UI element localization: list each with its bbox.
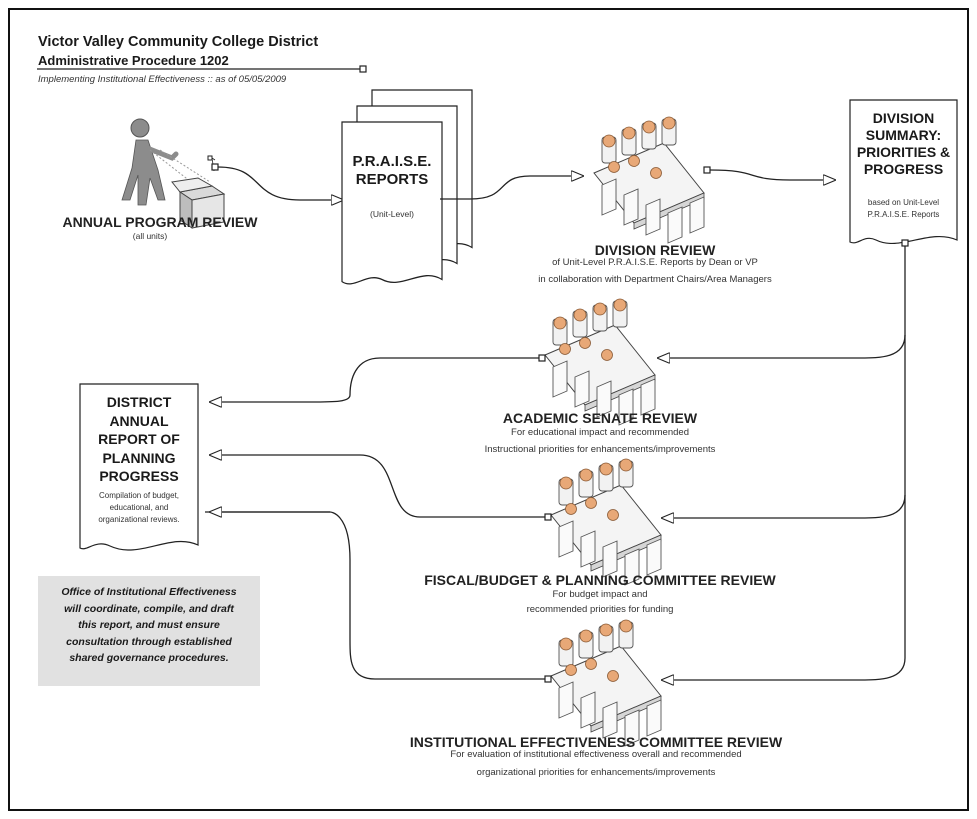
procedure-title: Administrative Procedure 1202	[38, 53, 229, 68]
fiscal-review-line1: For budget impact and	[552, 589, 648, 600]
division-review-line2: in collaboration with Department Chairs/…	[538, 274, 772, 285]
office-note-line4: consultation through established	[66, 635, 232, 648]
division-review-line1: of Unit-Level P.R.A.I.S.E. Reports by De…	[552, 257, 758, 268]
connector-start-summary	[901, 239, 909, 247]
arrow-annual-to-praise	[217, 166, 343, 200]
ie-committee-meeting-icon	[550, 619, 662, 747]
academic-senate-line2: Instructional priorities for enhancement…	[484, 444, 716, 455]
academic-senate-line1: For educational impact and recommended	[511, 427, 689, 438]
connector-start-division	[703, 166, 711, 174]
division-summary-line3: PRIORITIES &	[856, 144, 951, 160]
connector-start-annual	[211, 163, 219, 171]
org-title: Victor Valley Community College District	[38, 34, 319, 50]
division-summary-title: DIVISION SUMMARY: PRIORITIES & PROGRESS	[850, 110, 957, 178]
district-report-line2: ANNUAL	[109, 412, 169, 429]
annual-program-review-title: ANNUAL PROGRAM REVIEW	[62, 214, 258, 230]
connector-ie-trunk	[205, 511, 545, 680]
ie-review-line2: organizational priorities for enhancemen…	[476, 767, 716, 778]
office-note-line5: shared governance procedures.	[69, 652, 229, 664]
division-summary-note2: P.R.A.I.S.E. Reports	[867, 210, 940, 219]
office-note-box	[38, 576, 260, 686]
division-summary-note: based on Unit-Level P.R.A.I.S.E. Reports	[850, 197, 957, 221]
district-report-document-icon	[79, 383, 199, 551]
arrow-division-to-summary	[709, 169, 835, 180]
division-summary-line2: SUMMARY:	[865, 127, 942, 143]
connector-start-senate	[538, 354, 546, 362]
academic-senate-meeting-icon	[544, 298, 656, 426]
district-report-title: DISTRICT ANNUAL REPORT OF PLANNING PROGR…	[80, 393, 198, 486]
division-summary-line4: PROGRESS	[863, 161, 944, 177]
arrow-praise-to-division	[440, 176, 583, 200]
division-summary-note1: based on Unit-Level	[867, 198, 940, 207]
person-with-box-icon	[121, 118, 226, 229]
praise-reports-title-line1: P.R.A.I.S.E.	[352, 153, 432, 170]
district-report-line4: PLANNING	[102, 449, 176, 466]
division-summary-document-icon	[849, 99, 958, 245]
praise-reports-note: (Unit-Level)	[370, 209, 414, 219]
district-report-note3: organizational reviews.	[98, 515, 180, 524]
district-report-line5: PROGRESS	[99, 468, 179, 484]
ie-review-title: INSTITUTIONAL EFFECTIVENESS COMMITTEE RE…	[409, 734, 783, 750]
district-report-line3: REPORT OF	[98, 431, 180, 447]
division-review-meeting-icon	[593, 116, 705, 244]
fiscal-review-title: FISCAL/BUDGET & PLANNING COMMITTEE REVIE…	[424, 572, 776, 588]
office-note-line2: will coordinate, compile, and draft	[64, 602, 234, 615]
praise-reports-title-line2: REPORTS	[355, 171, 429, 188]
office-note-text: Office of Institutional Effectiveness wi…	[38, 584, 260, 667]
arrow-summary-to-ie	[662, 495, 906, 680]
district-report-line1: DISTRICT	[106, 394, 172, 410]
district-report-note2: educational, and	[109, 503, 169, 512]
arrow-summary-to-fiscal	[662, 335, 906, 518]
praise-reports-title: P.R.A.I.S.E. REPORTS	[342, 153, 442, 189]
header-underline-endpoint	[359, 65, 367, 73]
arrow-fiscal-to-district	[210, 455, 545, 518]
district-report-note1: Compilation of budget,	[98, 491, 180, 500]
connector-start-fiscal	[544, 513, 552, 521]
arrow-senate-to-district	[210, 357, 539, 402]
district-report-note: Compilation of budget, educational, and …	[80, 490, 198, 526]
division-review-title: DIVISION REVIEW	[594, 242, 716, 258]
connector-start-ie	[544, 675, 552, 683]
header-subtitle: Implementing Institutional Effectiveness…	[38, 74, 287, 85]
ie-review-line1: For evaluation of institutional effectiv…	[450, 749, 742, 760]
office-note-line3: this report, and must ensure	[78, 619, 220, 631]
division-summary-line1: DIVISION	[872, 110, 935, 126]
office-note-line1: Office of Institutional Effectiveness	[61, 586, 237, 598]
annual-program-review-note: (all units)	[132, 231, 168, 241]
academic-senate-title: ACADEMIC SENATE REVIEW	[502, 410, 698, 426]
fiscal-review-line2: recommended priorities for funding	[526, 604, 674, 615]
fiscal-committee-meeting-icon	[550, 458, 662, 586]
